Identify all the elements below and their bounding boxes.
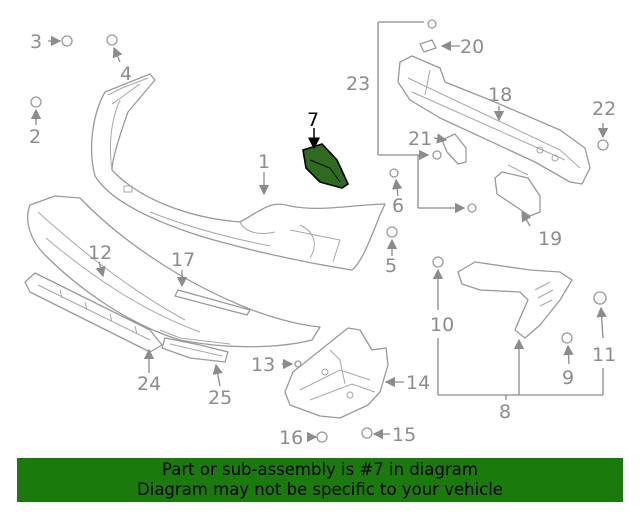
callout-25: 25	[208, 387, 232, 409]
callout-numbers: 3 4 2 1 7 23 20 18 22 21 6 5 19 12 17 10…	[29, 31, 616, 449]
callout-19: 19	[538, 228, 562, 250]
callout-8: 8	[499, 401, 511, 423]
callout-3: 3	[30, 31, 42, 53]
callout-15: 15	[392, 424, 416, 446]
callout-23: 23	[346, 73, 370, 95]
reflector-strip-part	[174, 289, 251, 316]
banner-line-2: Diagram may not be specific to your vehi…	[137, 480, 503, 499]
callout-17: 17	[171, 249, 195, 271]
callout-21: 21	[408, 128, 432, 150]
bumper-cover-part	[90, 73, 386, 271]
leader-lines	[30, 21, 609, 443]
side-bracket-part	[457, 261, 573, 339]
callout-18: 18	[488, 84, 512, 106]
callout-9: 9	[562, 367, 574, 389]
callout-13: 13	[251, 354, 275, 376]
callout-1: 1	[258, 151, 270, 173]
callout-2: 2	[29, 126, 41, 148]
callout-14: 14	[406, 372, 430, 394]
callout-6: 6	[392, 195, 404, 217]
mount-bracket-part	[494, 164, 541, 217]
fasteners	[30, 19, 609, 443]
callout-24: 24	[137, 373, 161, 395]
callout-7: 7	[307, 109, 319, 131]
bracket-part	[441, 133, 467, 165]
exhaust-trim-part	[161, 337, 229, 363]
callout-4: 4	[120, 63, 132, 85]
callout-5: 5	[385, 255, 397, 277]
parts-diagram: 3 4 2 1 7 23 20 18 22 21 6 5 19 12 17 10…	[24, 19, 616, 449]
trim-bar-part	[24, 272, 163, 353]
banner-line-1: Part or sub-assembly is #7 in diagram	[162, 460, 478, 479]
callout-11: 11	[592, 344, 616, 366]
callout-16: 16	[279, 427, 303, 449]
info-banner: Part or sub-assembly is #7 in diagram Di…	[17, 458, 623, 502]
callout-10: 10	[430, 314, 454, 336]
callout-20: 20	[460, 36, 484, 58]
bumper-beam-part	[397, 55, 591, 185]
callout-12: 12	[88, 242, 112, 264]
callout-22: 22	[592, 98, 616, 120]
under-cover-part	[284, 327, 389, 419]
